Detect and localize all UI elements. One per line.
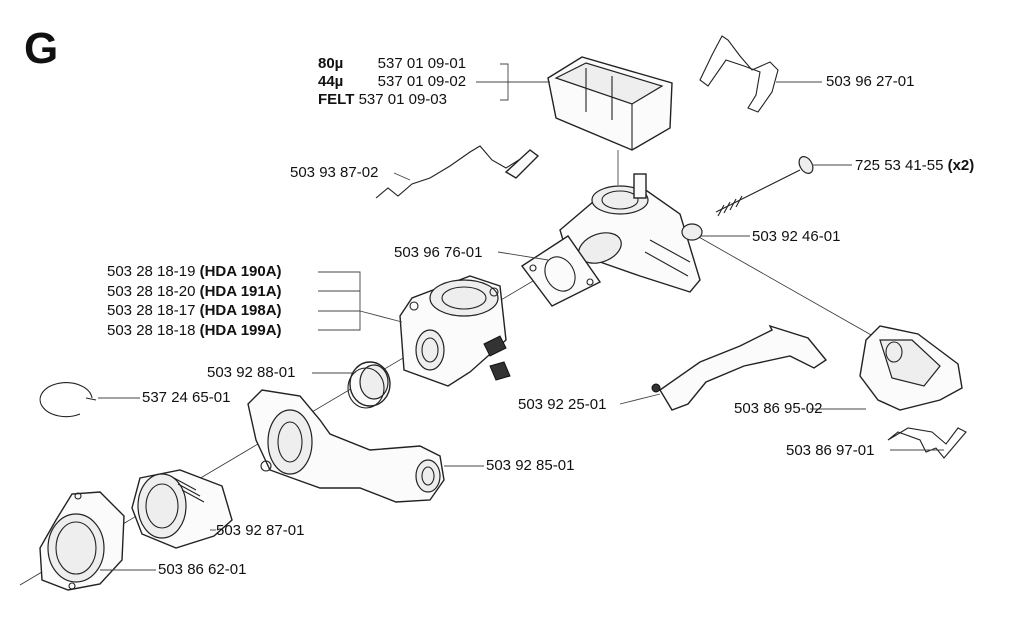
label-bolt[interactable]: 725 53 41-55 (x2) [855,157,974,175]
part-number: 537 01 09-03 [358,91,447,108]
carburetor-drawing [399,275,511,387]
wire-spring-drawing [887,427,967,459]
carburetor-label[interactable]: 503 28 18-18 (HDA 199A) [107,322,282,340]
choke-rod-drawing [375,145,540,199]
filter-grade: FELT [318,91,355,108]
part-number: 503 28 18-20 [107,283,196,300]
bolt-drawing [715,156,814,217]
label-cover[interactable]: 503 86 95-02 [734,400,823,417]
gasket-drawing [520,235,602,307]
carburetor-model: (HDA 191A) [199,283,282,300]
label-intake-boot[interactable]: 503 92 87-01 [216,522,305,539]
part-number: 503 28 18-19 [107,263,196,280]
intake-manifold-drawing [247,389,445,503]
label-wire-spring[interactable]: 503 86 97-01 [786,442,875,459]
label-throttle-link[interactable]: 503 92 25-01 [518,396,607,413]
label-intake-manifold[interactable]: 503 92 85-01 [486,457,575,474]
throttle-link-drawing [651,324,828,411]
air-filter-drawing [547,56,673,151]
part-number: 503 28 18-17 [107,302,196,319]
part-number: 537 01 09-01 [377,55,467,72]
intake-boot-drawing [131,469,233,549]
rubber-ring-drawing [347,361,391,409]
filter-grade: 80µ [318,55,344,72]
carburetor-label[interactable]: 503 28 18-19 (HDA 190A) [107,263,282,281]
circlip-drawing [39,382,97,418]
carburetor-label[interactable]: 503 28 18-20 (HDA 191A) [107,283,282,301]
label-circlip[interactable]: 537 24 65-01 [142,389,231,406]
carburetor-label[interactable]: 503 28 18-17 (HDA 198A) [107,302,282,320]
part-number: 503 28 18-18 [107,322,196,339]
carburetor-model: (HDA 198A) [199,302,282,319]
carburetor-model: (HDA 199A) [199,322,282,339]
cover-drawing [859,325,963,411]
spring-clip-drawing [699,35,779,113]
filter-label-80[interactable]: 80µ 537 01 09-01 [318,55,466,73]
label-gasket[interactable]: 503 96 76-01 [394,244,483,261]
carburetor-model: (HDA 190A) [199,263,282,280]
filter-grade: 44µ [318,73,344,90]
filter-label-44[interactable]: 44µ 537 01 09-02 [318,73,466,91]
label-flange[interactable]: 503 86 62-01 [158,561,247,578]
filter-label-felt[interactable]: FELT 537 01 09-03 [318,91,447,109]
section-letter: G [24,24,59,73]
leader-lines [98,63,944,571]
label-rubber-ring[interactable]: 503 92 88-01 [207,364,296,381]
quantity: (x2) [947,157,975,174]
label-adapter[interactable]: 503 92 46-01 [752,228,841,245]
part-number: 725 53 41-55 [855,157,944,174]
flange-drawing [39,491,125,591]
label-choke-rod[interactable]: 503 93 87-02 [290,164,379,181]
part-number: 537 01 09-02 [377,73,467,90]
carburetor-adapter-drawing [559,173,703,293]
label-spring-clip[interactable]: 503 96 27-01 [826,73,915,90]
